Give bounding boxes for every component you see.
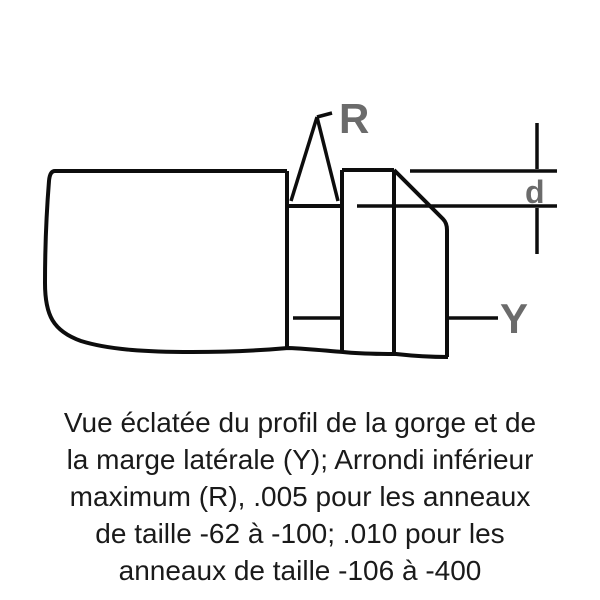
radius-leader-left — [289, 116, 319, 202]
caption-line-1: Vue éclatée du profil de la gorge et de — [63, 407, 537, 438]
caption-line-2: la marge latérale (Y); Arrondi inférieur — [66, 444, 534, 475]
radius-leader-tick — [316, 111, 333, 119]
caption-line-4: de taille -62 à -100; .010 pour les — [95, 518, 505, 549]
body-outline — [42, 169, 449, 359]
chamfer-right-edge — [392, 168, 449, 357]
depth-label: d — [525, 174, 545, 210]
caption-line-5: anneaux de taille -106 à -400 — [118, 555, 482, 586]
margin-label: Y — [500, 295, 528, 342]
caption-line-3: maximum (R), .005 pour les anneaux — [69, 481, 531, 512]
figure-caption: Vue éclatée du profil de la gorge et de … — [0, 404, 600, 589]
radius-leader-right — [315, 116, 340, 202]
radius-label: R — [339, 95, 369, 142]
diagram-lines — [42, 111, 557, 359]
